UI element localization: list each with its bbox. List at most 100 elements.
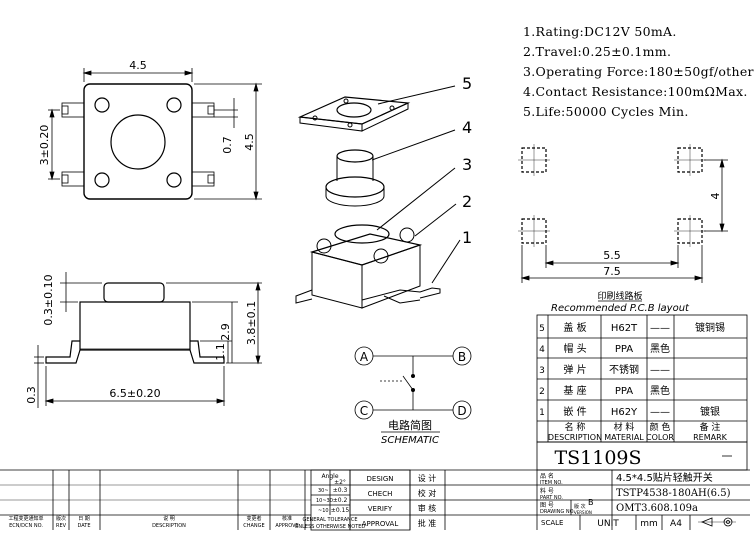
pcb-dim-5-5: 5.5 — [603, 249, 621, 262]
bom-cell-code: H62Y — [611, 407, 638, 418]
top-width-dim: 4.5 — [129, 59, 147, 72]
schematic-title-cn: 电路简图 — [388, 418, 432, 432]
bom-cell-name: 嵌 件 — [563, 406, 586, 418]
version-value: B — [588, 498, 594, 507]
bom-cell-name: 盖 板 — [563, 321, 586, 334]
bom-head-color-en: COLOR — [646, 433, 674, 442]
spec-rating: 1.Rating:DC12V 50mA. — [523, 24, 677, 39]
node-d: D — [457, 404, 466, 418]
rev-date-cn: 日 期 — [78, 516, 90, 522]
approval-approval-cn: 批 准 — [418, 518, 437, 528]
bom-cell-color: —— — [650, 407, 670, 418]
node-a: A — [360, 350, 369, 364]
bom-cell-name: 弹 片 — [563, 363, 586, 376]
rev-change-cn: 变更者 — [246, 515, 261, 522]
rev-rev-en: REV — [56, 523, 67, 529]
spec-contact-resistance: 4.Contact Resistance:100mΩMax. — [523, 84, 748, 99]
bom-cell-color: —— — [650, 365, 670, 376]
title-part-label-en: PART NO. — [540, 495, 563, 501]
bom-cell-no: 3 — [539, 366, 545, 376]
rev-ecn-cn: 工程变更通知单 — [8, 515, 43, 522]
pcb-layout: 4 5.5 7.5 印刷线路板 Recommended P.C.B layout — [518, 144, 728, 314]
bom-table: 5 盖 板 H62T —— 镀铜锡 4 帽 头 PPA 黑色 3 弹 片 不锈钢 —— 2 基 座 PPA 黑色… — [536, 314, 748, 443]
bom-cell-code: PPA — [615, 386, 633, 397]
title-ver-label: 版 次 — [574, 503, 586, 510]
tol-value-3: ±0.15 — [331, 507, 350, 514]
tol-range-3: ~10 — [318, 508, 329, 514]
bom-cell-no: 5 — [539, 324, 545, 334]
pcb-dim-4: 4 — [709, 193, 722, 200]
item-number: TSTP4538-180AH(6.5) — [616, 488, 731, 499]
bom-head-color-cn: 颜 色 — [650, 421, 671, 433]
drawing-number: OMT3.608.109a — [616, 503, 698, 514]
rev-date-en: DATE — [77, 523, 90, 529]
bom-head-mat-cn: 材 料 — [614, 421, 635, 433]
spec-travel: 2.Travel:0.25±0.1mm. — [523, 44, 672, 59]
approval-approval-en: APPROVAL — [362, 520, 399, 528]
title-ver-label-en: VERSION — [574, 510, 592, 515]
bom-head-remark-en: REMARK — [693, 433, 728, 442]
node-b: B — [458, 350, 466, 364]
part-label-2: 2 — [462, 192, 472, 211]
exploded-view: 5 4 3 2 1 — [295, 74, 472, 309]
schematic-title-en: SCHEMATIC — [381, 435, 439, 446]
bom-cell-name: 帽 头 — [563, 342, 586, 355]
bom-cell-no: 2 — [539, 387, 545, 397]
model-number: TS1109S — [554, 447, 641, 469]
unit-value: mm — [640, 519, 658, 529]
approval-check-en: CHECH — [368, 490, 393, 498]
inner-dim: 0.7 — [221, 136, 234, 154]
bom-head-desc-en: DESCRIPTION — [548, 433, 602, 442]
paper-size: A4 — [670, 519, 682, 529]
unit-label: UNIT — [597, 519, 619, 529]
bom-cell-remark: 镀银 — [700, 405, 720, 418]
tol-value-2: ±0.2 — [333, 497, 348, 504]
rev-ecn-en: ECN/DCN NO. — [9, 523, 43, 529]
rev-rev-cn: 版次 — [56, 515, 66, 522]
bom-cell-no: 1 — [539, 408, 545, 418]
tol-angle-value: ±2° — [334, 479, 346, 486]
pcb-title-cn: 印刷线路板 — [597, 290, 642, 302]
bom-cell-remark: 镀铜锡 — [695, 321, 725, 334]
side-top-dim: 0.3±0.10 — [42, 274, 55, 325]
bom-cell-no: 4 — [539, 345, 545, 355]
bom-cell-color: 黑色 — [650, 342, 670, 355]
pcb-dim-7-5: 7.5 — [603, 265, 621, 278]
bom-head-mat-en: MATERIAL — [604, 433, 644, 442]
rev-desc-en: DESCRIPTION — [152, 523, 186, 529]
bom-cell-code: PPA — [615, 344, 633, 355]
tol-range-2: 10~30 — [316, 498, 333, 504]
scale-label: SCALE — [541, 519, 563, 527]
title-name-label-en: ITEM NO. — [540, 480, 563, 486]
bom-cell-name: 基 座 — [563, 384, 586, 397]
general-tol-1: GENERAL TOLERANCE — [302, 517, 357, 523]
node-c: C — [360, 404, 368, 418]
rev-approve-en: APPROVE — [275, 523, 298, 529]
side-pin-dim: 0.3 — [25, 386, 38, 404]
part-label-1: 1 — [462, 228, 472, 247]
title-name-label: 品 名 — [540, 472, 554, 480]
part-label-5: 5 — [462, 74, 472, 93]
title-drawing-label-en: DRAWING NO. — [540, 509, 575, 515]
spec-operating-force: 3.Operating Force:180±50gf/other — [523, 64, 754, 79]
product-description: 4.5*4.5贴片轻触开关 — [616, 471, 713, 484]
side-total-dim: 3.8±0.1 — [245, 301, 258, 345]
approval-verify-cn: 审 核 — [418, 503, 437, 513]
rev-approve-cn: 核准 — [282, 515, 292, 522]
bom-cell-color: 黑色 — [650, 384, 670, 397]
pcb-title-en: Recommended P.C.B layout — [551, 303, 690, 314]
spec-life: 5.Life:50000 Cycles Min. — [523, 104, 689, 119]
side-view: 0.3±0.10 2.9 3.8±0.1 1.1 6.5±0.20 0.3 — [25, 272, 262, 408]
pin-pitch-dim: 3±0.20 — [38, 125, 51, 166]
bom-cell-code: 不锈钢 — [609, 363, 639, 376]
rev-desc-cn: 说 明 — [163, 515, 175, 522]
part-label-4: 4 — [462, 118, 472, 137]
top-view: 4.5 3±0.20 0.7 4.5 — [38, 59, 262, 201]
bom-cell-code: H62T — [611, 323, 638, 334]
title-part-label: 料 号 — [540, 487, 554, 495]
side-body-dim: 2.9 — [219, 323, 232, 341]
general-tol-2: UNLESS OTHERWISE NOTED — [295, 524, 366, 530]
schematic: A B C D 电路简图 SCHEMATIC — [354, 346, 472, 446]
